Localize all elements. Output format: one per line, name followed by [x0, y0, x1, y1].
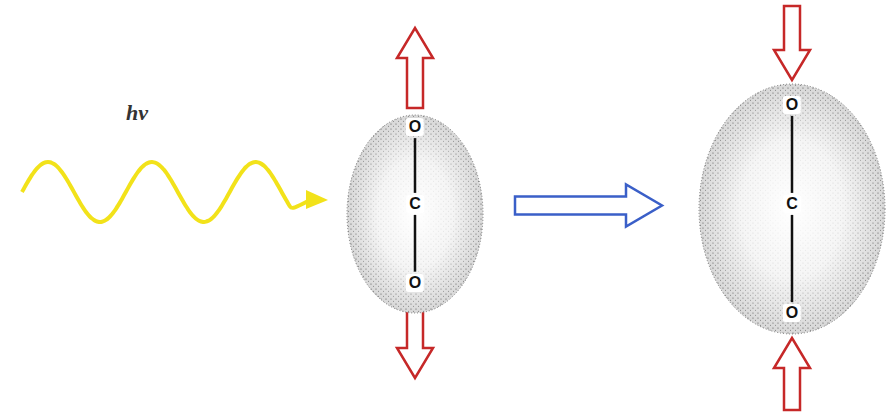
molecule-cloud: O C O	[345, 113, 485, 315]
photon-label: hν	[126, 100, 148, 126]
wave-line	[22, 162, 312, 222]
atom-symbol: O	[783, 96, 801, 114]
atom-symbol: C	[406, 195, 424, 213]
molecule-cloud: O C O	[697, 82, 886, 336]
atom-symbol: O	[406, 274, 424, 292]
photon-wave	[22, 162, 328, 222]
force-arrow	[774, 6, 810, 80]
force-arrow	[774, 338, 810, 410]
atom-symbol: C	[783, 195, 801, 213]
transition-arrow	[515, 185, 662, 227]
wave-arrowhead	[306, 190, 328, 209]
force-arrow	[397, 28, 433, 108]
atom-symbol: O	[783, 304, 801, 322]
atom-symbol: O	[406, 118, 424, 136]
